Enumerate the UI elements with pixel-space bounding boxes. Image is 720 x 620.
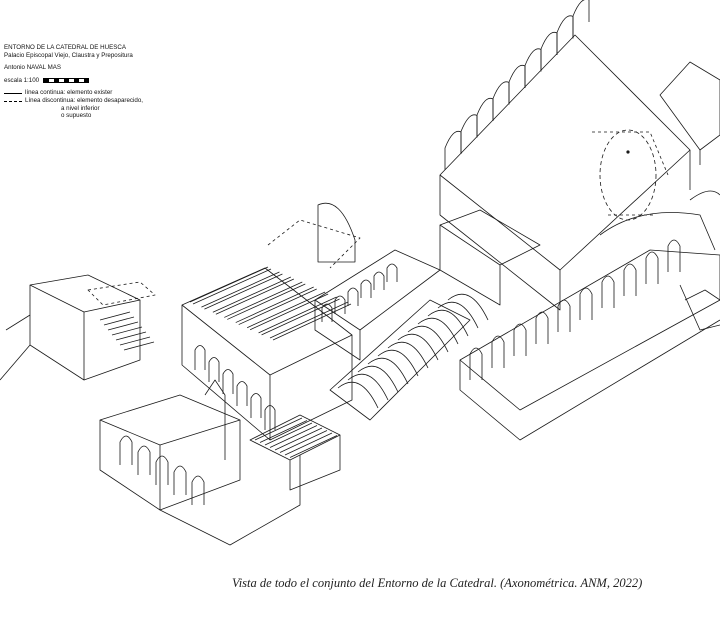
legend-dashed-key: Línea discontinua: elemento desaparecido… bbox=[4, 97, 143, 105]
figure-caption: Vista de todo el conjunto del Entorno de… bbox=[232, 576, 643, 590]
upper-right-block bbox=[659, 61, 720, 165]
cloister-wing bbox=[439, 190, 720, 441]
legend-author: Antonio NAVAL MAS bbox=[4, 64, 61, 72]
legend-title: ENTORNO DE LA CATEDRAL DE HUESCA bbox=[4, 44, 126, 51]
dashed-line-icon bbox=[4, 100, 22, 102]
legend-scale-text: escala 1:100 bbox=[4, 76, 40, 84]
upper-arcade bbox=[267, 202, 441, 361]
lower-stairs bbox=[249, 414, 341, 491]
left-building bbox=[0, 274, 156, 381]
scale-bar-icon bbox=[43, 78, 90, 84]
lower-arches bbox=[99, 379, 301, 546]
legend-scale: escala 1:100 bbox=[4, 77, 143, 85]
barrel-vault-corridor bbox=[329, 293, 489, 421]
legend-subtitle: Palacio Episcopal Viejo, Claustra y Prep… bbox=[4, 51, 133, 59]
legend-dashed-text-1: Línea discontinua: elemento desaparecido… bbox=[25, 96, 143, 104]
legend-dashed-text-2: a nivel inferior bbox=[61, 104, 100, 112]
legend-solid-text: línea continua: elemento exister bbox=[25, 89, 113, 97]
legend-dashed-text-3: o supuesto bbox=[61, 112, 92, 120]
vaulted-hall bbox=[181, 266, 353, 441]
legend-solid-key: línea continua: elemento exister bbox=[4, 89, 143, 97]
church-nave bbox=[439, 0, 691, 311]
drawing-legend: ENTORNO DE LA CATEDRAL DE HUESCA Palacio… bbox=[4, 44, 143, 120]
solid-line-icon bbox=[4, 93, 22, 95]
